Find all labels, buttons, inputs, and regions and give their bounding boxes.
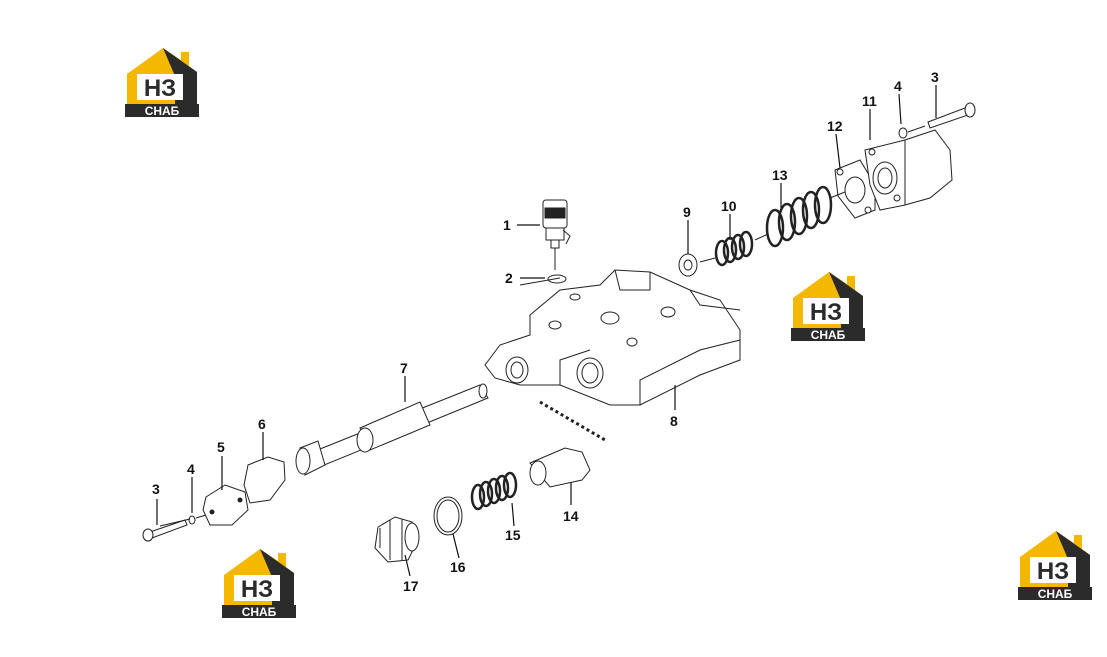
callout-3-left: 3 [152, 481, 160, 497]
callout-1: 1 [503, 217, 511, 233]
callout-11: 11 [862, 93, 877, 109]
callout-4-left: 4 [187, 461, 195, 477]
part-3-screw-right [927, 102, 976, 129]
part-4-washer-right [898, 127, 908, 139]
brand-logo: НЗ СНАБ [1016, 527, 1094, 601]
part-12-gasket [834, 159, 876, 219]
callout-5: 5 [217, 439, 225, 455]
part-15-spring-lower [470, 471, 518, 511]
callout-17: 17 [403, 578, 419, 594]
svg-text:НЗ: НЗ [1037, 558, 1069, 585]
part-1-solenoid [542, 199, 571, 249]
svg-text:НЗ: НЗ [144, 75, 176, 102]
callout-labels: 1 2 3 4 5 6 7 8 9 10 11 12 13 4 3 14 15 … [152, 69, 939, 594]
callout-12: 12 [827, 118, 843, 134]
part-4-washer-left [188, 515, 196, 525]
brand-logo: НЗ СНАБ [220, 545, 298, 619]
svg-text:СНАБ: СНАБ [811, 328, 846, 342]
part-14-sleeve [529, 447, 591, 488]
part-16-seal-ring [433, 496, 463, 536]
brand-logo: НЗ СНАБ [789, 268, 867, 342]
callout-8: 8 [670, 413, 678, 429]
part-8-valve-body [484, 269, 741, 406]
callout-14: 14 [563, 508, 579, 524]
part-10-small-spring [714, 230, 754, 267]
svg-text:СНАБ: СНАБ [1038, 587, 1073, 601]
part-13-large-spring [765, 185, 833, 248]
svg-text:НЗ: НЗ [810, 299, 842, 326]
part-9-washer [678, 253, 698, 277]
part-5-end-plate [202, 484, 249, 526]
assembly-dotted-line [539, 400, 606, 442]
callout-3-right: 3 [931, 69, 939, 85]
svg-text:НЗ: НЗ [241, 576, 273, 603]
callout-13: 13 [772, 167, 788, 183]
callout-4-right: 4 [894, 78, 902, 94]
part-7-spool [295, 383, 489, 476]
callout-2: 2 [505, 270, 513, 286]
part-17-plug [374, 516, 420, 563]
callout-10: 10 [721, 198, 737, 214]
svg-text:СНАБ: СНАБ [242, 605, 277, 619]
svg-text:СНАБ: СНАБ [145, 104, 180, 118]
part-3-screw-left [142, 519, 188, 542]
part-11-end-cap [864, 129, 953, 211]
part-6-cover-plate [243, 456, 286, 504]
callout-7: 7 [400, 360, 408, 376]
brand-logo: НЗ СНАБ [123, 44, 201, 118]
leader-lines [156, 85, 937, 577]
callout-9: 9 [683, 204, 691, 220]
callout-6: 6 [258, 416, 266, 432]
callout-16: 16 [450, 559, 466, 575]
callout-15: 15 [505, 527, 521, 543]
